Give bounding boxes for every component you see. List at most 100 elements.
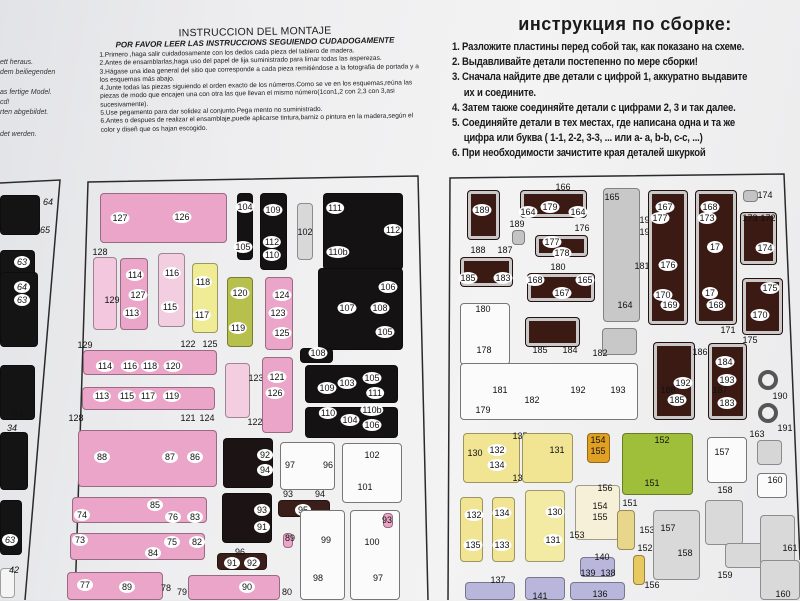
piece-number-label: 169 [660, 299, 680, 311]
piece-number-label: 182 [592, 348, 608, 358]
middle-sheet-frame [74, 175, 429, 600]
piece-number-label: 153 [569, 530, 585, 540]
piece-number-label: 164 [568, 206, 588, 218]
russian-step: 5. Соединяйте детали в тех местах, где н… [452, 117, 735, 130]
piece-number-label: 178 [476, 345, 492, 355]
right-sheet-piece [460, 303, 510, 365]
right-sheet-piece [760, 515, 795, 565]
right-sheet-piece [622, 433, 693, 495]
middle-sheet-piece [300, 510, 345, 600]
piece-number-label: 160 [775, 589, 791, 599]
piece-number-label: 104 [340, 414, 360, 426]
german-line: as fertige Model. [0, 89, 52, 96]
piece-number-label: 193 [610, 385, 626, 395]
piece-number-label: 120 [163, 360, 183, 372]
piece-number-label: 122 [180, 339, 196, 349]
german-line: dem beiliegenden [0, 69, 56, 76]
piece-number-label: 139 [580, 568, 596, 578]
piece-number-label: 129 [104, 295, 120, 305]
piece-number-label: 108 [370, 302, 390, 314]
piece-number-label: 106 [362, 419, 382, 431]
piece-number-label: 187 [497, 245, 513, 255]
piece-number-label: 192 [570, 385, 586, 395]
piece-number-label: 108 [308, 347, 328, 359]
piece-number-label: 128 [92, 247, 108, 257]
piece-number-label: 141 [532, 591, 548, 601]
piece-number-label: 80 [281, 587, 293, 597]
piece-number-label: 183 [493, 272, 513, 284]
middle-sheet-piece [280, 442, 335, 490]
middle-sheet-piece [225, 363, 250, 418]
piece-number-label: 158 [677, 548, 693, 558]
piece-number-label: 165 [604, 192, 620, 202]
piece-number-label: 183 [717, 397, 737, 409]
piece-number-label: 189 [472, 204, 492, 216]
piece-number-label: 185 [667, 394, 687, 406]
piece-number-label: 91 [254, 521, 270, 533]
piece-number-label: 180 [475, 304, 491, 314]
russian-step: 3. Сначала найдите две детали с цифрой 1… [452, 71, 748, 84]
piece-number-label: 164 [617, 300, 633, 310]
piece-number-label: 42 [8, 565, 20, 575]
piece-number-label: 167 [655, 201, 675, 213]
right-sheet-piece [743, 190, 758, 202]
piece-number-label: 179 [540, 201, 560, 213]
piece-number-label: 155 [592, 512, 608, 522]
piece-number-label: 121 [267, 371, 287, 383]
right-sheet-piece [575, 485, 620, 540]
middle-sheet-piece [93, 257, 117, 330]
middle-sheet-piece [383, 513, 393, 528]
piece-number-label: 182 [524, 395, 540, 405]
right-sheet-piece [587, 433, 610, 463]
piece-number-label: 93 [381, 515, 393, 525]
piece-number-label: 156 [597, 483, 613, 493]
piece-number-label: 63 [14, 256, 30, 268]
piece-number-label: 177 [542, 236, 562, 248]
middle-sheet-piece [297, 203, 313, 260]
piece-number-label: 168 [525, 274, 545, 286]
german-line: det werden. [0, 131, 37, 138]
piece-number-label: 98 [312, 573, 324, 583]
middle-sheet-piece [342, 443, 402, 503]
russian-step: их и соедините. [463, 86, 536, 99]
piece-number-label: 138 [600, 568, 616, 578]
middle-sheet-piece [222, 493, 272, 543]
left-sheet-piece [0, 568, 15, 598]
piece-number-label: 140 [594, 552, 610, 562]
piece-number-label: 173 [742, 213, 758, 223]
piece-number-label: 94 [257, 464, 273, 476]
piece-number-label: 118 [140, 360, 160, 372]
piece-number-label: 88 [94, 451, 110, 463]
piece-number-label: 109 [317, 382, 337, 394]
middle-sheet-piece [70, 533, 205, 560]
russian-steps: 1. Разложите пластины перед собой так, к… [452, 40, 763, 162]
piece-number-label: 105 [375, 326, 395, 338]
piece-number-label: 163 [749, 429, 765, 439]
piece-number-label: 184 [562, 345, 578, 355]
piece-number-label: 97 [284, 460, 296, 470]
piece-number-label: 154 [592, 501, 608, 511]
piece-number-label: 117 [138, 390, 158, 402]
piece-number-label: 104 [235, 201, 255, 213]
piece-number-label: 185 [458, 272, 478, 284]
russian-step: 4. Затем также соединяйте детали с цифра… [452, 101, 736, 114]
piece-number-label: 187 [712, 385, 728, 395]
piece-number-label: 109 [263, 204, 283, 216]
piece-number-label: 65 [39, 225, 51, 235]
piece-number-label: 64 [14, 281, 30, 293]
piece-number-label: 74 [74, 509, 90, 521]
piece-number-label: 86 [187, 451, 203, 463]
right-sheet-piece [705, 500, 743, 545]
right-sheet-frame [447, 173, 800, 600]
piece-number-label: 82 [189, 536, 205, 548]
left-sheet-piece [0, 365, 35, 420]
piece-number-label: 127 [110, 212, 130, 224]
german-line: ett heraus. [0, 59, 34, 66]
piece-number-label: 159 [717, 570, 733, 580]
right-sheet-piece [460, 363, 638, 420]
russian-step: 1. Разложите пластины перед собой так, к… [452, 41, 745, 53]
piece-number-label: 111 [366, 387, 384, 399]
piece-number-label: 152 [637, 543, 653, 553]
piece-number-label: 87 [162, 451, 178, 463]
piece-number-label: 132 [487, 444, 507, 456]
